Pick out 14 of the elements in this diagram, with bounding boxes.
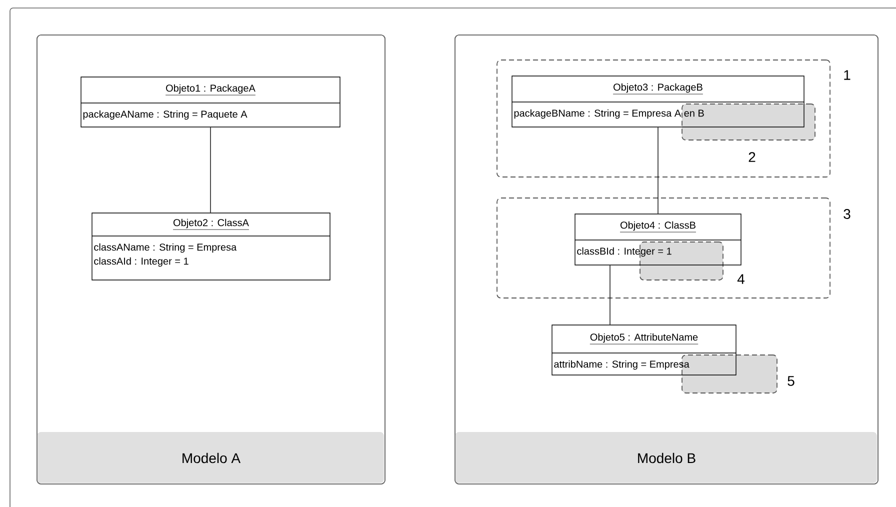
object-box: Objeto5 : AttributeName attribName : String = Empresa (552, 324, 736, 376)
region-number: 5 (788, 376, 794, 386)
connector-line (210, 127, 211, 213)
object-box: Objeto2 : ClassA classAName : String = Empresa classAId : Integer = 1 (92, 212, 330, 280)
object-box: Objeto3 : PackageB packageBName : String = Empresa A en B (512, 76, 804, 128)
region-number: 4 (737, 274, 744, 284)
region-number: 2 (748, 152, 756, 162)
region-number: 3 (844, 209, 850, 219)
dashed-region (496, 60, 830, 178)
region-number: 1 (844, 70, 850, 80)
shaded-region (682, 104, 816, 140)
object-box: Objeto1 : PackageA packageAName : String = Paquete A (80, 76, 340, 128)
dashed-region (496, 198, 830, 298)
object-box: Objeto4 : ClassB classBId : Integer = 1 (574, 214, 742, 266)
